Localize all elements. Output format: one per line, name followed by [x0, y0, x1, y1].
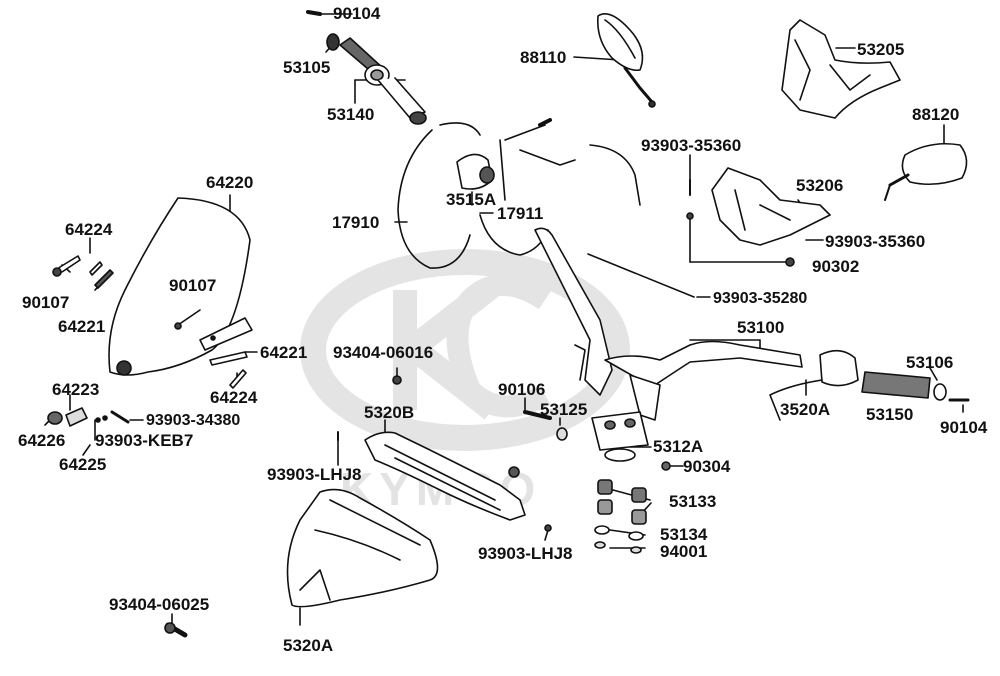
label-93903-35360-b: 93903-35360 [825, 232, 926, 251]
left-switch-3515A [456, 153, 495, 190]
label-64225: 64225 [59, 455, 107, 474]
right-switch-3520A [769, 349, 859, 421]
cover-53206 [686, 167, 831, 267]
label-53106: 53106 [906, 353, 954, 372]
label-93903-34380: 93903-34380 [146, 412, 241, 429]
label-64221-a: 64221 [58, 317, 106, 336]
mirror-88110 [596, 13, 656, 108]
windscreen-64220 [108, 197, 253, 376]
label-64221-b: 64221 [260, 343, 308, 362]
label-64226: 64226 [18, 431, 66, 450]
grip-53150 [861, 371, 970, 402]
label-53134: 53134 [660, 525, 708, 544]
label-93404-06016: 93404-06016 [333, 343, 434, 362]
misc-bolts [164, 375, 552, 638]
label-17910: 17910 [332, 213, 380, 232]
label-53105: 53105 [283, 58, 331, 77]
label-93903-LHJ8-a: 93903-LHJ8 [267, 465, 362, 484]
leader-lines [44, 13, 964, 626]
label-53100: 53100 [737, 318, 785, 337]
front-cover-5320A [286, 488, 439, 608]
label-93903-35280: 93903-35280 [713, 290, 808, 307]
clamp-5312A [523, 410, 671, 471]
label-53206: 53206 [796, 176, 844, 195]
label-93903-LHJ8-b: 93903-LHJ8 [478, 544, 573, 563]
windscreen-hardware [47, 255, 248, 427]
throttle-grip-53140 [306, 10, 427, 125]
label-64220: 64220 [206, 173, 254, 192]
label-5312A: 5312A [653, 437, 704, 456]
label-88120: 88120 [912, 105, 960, 124]
label-53150: 53150 [866, 405, 914, 424]
mirror-88120 [884, 142, 968, 201]
kymco-watermark-logo [300, 249, 630, 451]
rubbers-53133 [594, 479, 647, 554]
inner-cover-5320B [364, 431, 526, 521]
label-3520A: 3520A [780, 400, 831, 419]
label-5320A: 5320A [283, 636, 334, 655]
label-17911: 17911 [497, 204, 544, 223]
label-93903-KEB7: 93903-KEB7 [95, 431, 194, 450]
label-90107-a: 90107 [22, 293, 70, 312]
label-90107-b: 90107 [169, 276, 217, 295]
label-94001: 94001 [660, 542, 708, 561]
label-90104-top: 90104 [333, 4, 381, 23]
label-53140: 53140 [327, 105, 375, 124]
label-3515A: 3515A [446, 190, 497, 209]
label-88110: 88110 [520, 48, 567, 67]
label-5320B: 5320B [364, 403, 415, 422]
label-53125: 53125 [540, 400, 588, 419]
label-64224-b: 64224 [210, 388, 258, 407]
cover-53205 [781, 19, 901, 119]
label-93903-35360-a: 93903-35360 [641, 136, 742, 155]
label-64224-a: 64224 [65, 220, 113, 239]
label-93404-06025: 93404-06025 [109, 595, 210, 614]
throttle-cables-17910-17911 [397, 118, 641, 269]
label-53205: 53205 [857, 40, 905, 59]
label-53133: 53133 [669, 492, 717, 511]
label-90302: 90302 [812, 257, 860, 276]
label-90104-right: 90104 [940, 418, 988, 437]
label-90106: 90106 [498, 380, 546, 399]
label-64223: 64223 [52, 380, 100, 399]
label-90304: 90304 [683, 457, 731, 476]
handlebar-53100 [534, 227, 803, 421]
